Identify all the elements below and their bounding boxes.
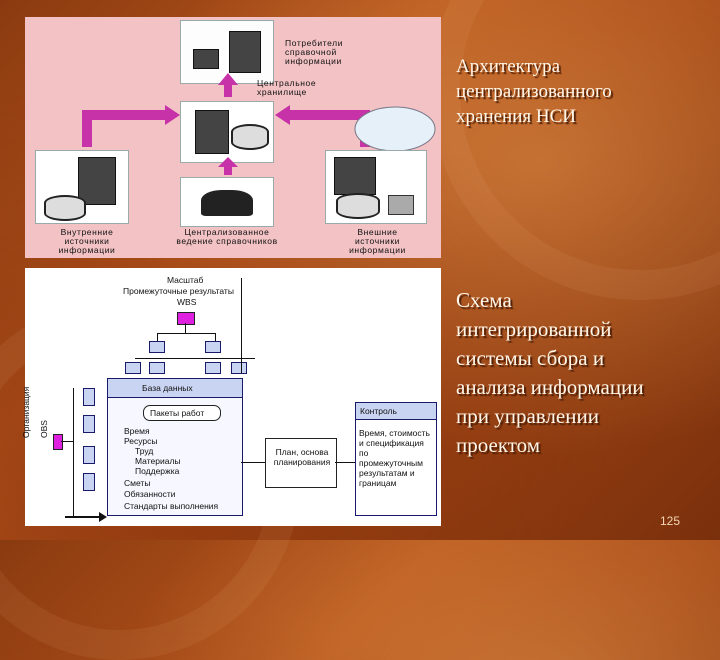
- server-icon: [78, 157, 116, 205]
- flow-arrows: [82, 73, 436, 175]
- database-box: База данных: [107, 378, 243, 398]
- work-packages-box: Пакеты работ: [143, 405, 221, 421]
- obs-box: [53, 434, 63, 450]
- scale-label: Масштаб: [167, 275, 204, 285]
- title-integrated-system: Схема интегрированной системы сбора и ан…: [456, 288, 644, 457]
- external-sources-block: [325, 150, 427, 224]
- server-icon: [229, 31, 261, 73]
- wbs-label: WBS: [177, 297, 197, 307]
- wbs-node: [205, 341, 221, 353]
- control-text: Время, стоимость и спецификация по проме…: [359, 428, 430, 488]
- control-label: Контроль: [360, 406, 397, 416]
- phone-icon: [388, 195, 414, 215]
- central-storage-label: Центральное хранилище: [257, 78, 317, 97]
- item-resources: Ресурсы: [124, 436, 158, 446]
- item-time: Время: [124, 426, 150, 436]
- obs-node: [83, 388, 95, 406]
- central-maintenance-label: Централизованное ведение справочников: [176, 227, 278, 246]
- internal-sources-label: Внутренние источники информации: [58, 227, 116, 255]
- consumers-label: Потребители справочной информации: [285, 38, 344, 66]
- org-label: Организация: [21, 386, 31, 438]
- title-architecture: Архитектура централизованного хранения Н…: [456, 56, 612, 127]
- item-standards: Стандарты выполнения: [124, 501, 219, 511]
- disk-icon: [336, 193, 380, 219]
- wbs-node: [149, 362, 165, 374]
- plan-label: План, основа планирования: [273, 447, 331, 467]
- internal-sources-block: [35, 150, 129, 224]
- obs-node: [83, 446, 95, 464]
- server-icon: [334, 157, 376, 195]
- page-number: 125: [659, 514, 680, 528]
- disk-icon: [44, 195, 86, 221]
- consumer-block: [180, 20, 274, 84]
- external-sources-label: Внешние источники информации: [349, 227, 406, 255]
- wbs-node: [149, 341, 165, 353]
- work-packages-label: Пакеты работ: [150, 408, 205, 418]
- wbs-box: [177, 312, 195, 325]
- central-maintenance-block: [180, 177, 274, 227]
- architecture-diagram: Потребители справочной информации Центра…: [25, 17, 441, 258]
- wbs-node: [231, 362, 247, 374]
- server-icon: [195, 110, 229, 154]
- item-materials: Материалы: [135, 456, 181, 466]
- disk-icon: [231, 124, 269, 150]
- integrated-system-diagram: Масштаб Промежуточные результаты WBS Орг…: [21, 268, 441, 526]
- item-estimates: Сметы: [124, 478, 151, 488]
- database-label: База данных: [142, 383, 193, 393]
- intermediate-results-label: Промежуточные результаты: [123, 286, 234, 296]
- wbs-node: [125, 362, 141, 374]
- control-box: Контроль: [355, 402, 437, 420]
- obs-node: [83, 473, 95, 491]
- item-responsibilities: Обязанности: [124, 489, 176, 499]
- obs-label: OBS: [39, 420, 49, 438]
- central-storage-block: [180, 101, 274, 163]
- obs-node: [83, 415, 95, 433]
- wbs-node: [205, 362, 221, 374]
- item-labor: Труд: [135, 446, 154, 456]
- plan-box: План, основа планирования: [265, 438, 337, 488]
- people-icon: [201, 190, 253, 216]
- item-support: Поддержка: [135, 466, 180, 476]
- computer-icon: [193, 49, 219, 69]
